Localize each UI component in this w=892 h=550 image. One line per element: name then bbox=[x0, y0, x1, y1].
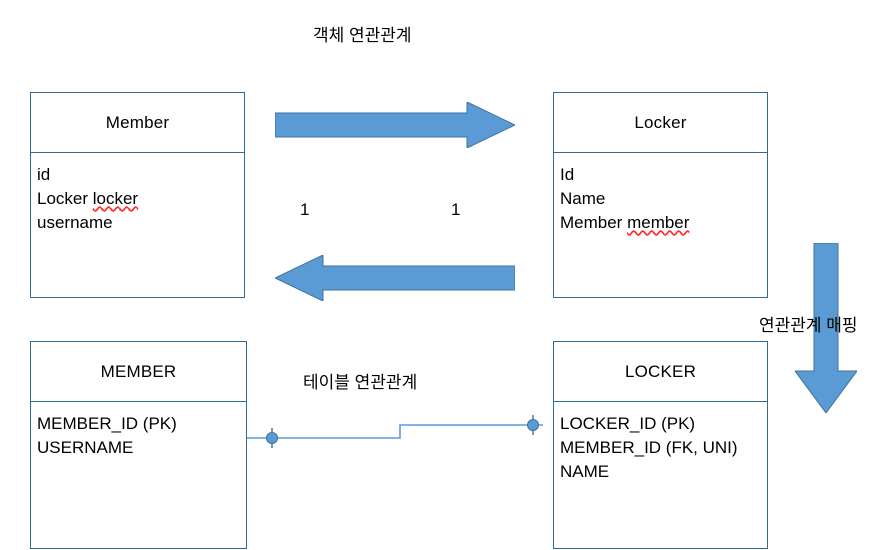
attribute-text: Id bbox=[560, 165, 575, 184]
attribute-text: username bbox=[37, 213, 113, 232]
entity-attribute: Member member bbox=[560, 211, 767, 235]
table-column: LOCKER_ID (PK) bbox=[560, 414, 696, 433]
attribute-misspelled-text: locker bbox=[92, 189, 139, 208]
mapping-label: 연관관계 매핑 bbox=[759, 316, 858, 335]
attribute-misspelled-text: member bbox=[627, 213, 690, 232]
entity-header-member: Member bbox=[31, 93, 244, 153]
table-body-locker: LOCKER_ID (PK) MEMBER_ID (FK, UNI) NAME bbox=[554, 402, 767, 484]
entity-attribute: username bbox=[37, 211, 244, 235]
table-box-member: MEMBER MEMBER_ID (PK) USERNAME bbox=[30, 341, 247, 549]
entity-body-member: id Locker locker username bbox=[31, 153, 244, 235]
entity-body-locker: Id Name Member member bbox=[554, 153, 767, 235]
table-column: USERNAME bbox=[37, 438, 134, 457]
arrow-mapping-down bbox=[795, 243, 857, 413]
table-relationship-connector bbox=[247, 415, 543, 448]
entity-attribute: Id bbox=[560, 163, 767, 187]
table-header-member: MEMBER bbox=[31, 342, 246, 402]
entity-attribute: id bbox=[37, 163, 244, 187]
table-header-locker: LOCKER bbox=[554, 342, 767, 402]
entity-header-locker: Locker bbox=[554, 93, 767, 153]
cardinality-label-right: 1 bbox=[451, 200, 461, 219]
entity-box-locker: Locker Id Name Member member bbox=[553, 92, 768, 298]
entity-box-member: Member id Locker locker username bbox=[30, 92, 245, 298]
cardinality-label-left: 1 bbox=[300, 200, 310, 219]
entity-attribute: Locker locker bbox=[37, 187, 244, 211]
object-relationship-title: 객체 연관관계 bbox=[313, 26, 412, 45]
attribute-text: id bbox=[37, 165, 51, 184]
table-box-locker: LOCKER LOCKER_ID (PK) MEMBER_ID (FK, UNI… bbox=[553, 341, 768, 549]
arrow-locker-to-member bbox=[275, 255, 515, 301]
table-relationship-title: 테이블 연관관계 bbox=[303, 373, 418, 392]
entity-title-member: Member bbox=[105, 112, 170, 132]
attribute-text: Locker bbox=[37, 189, 93, 208]
table-title-member: MEMBER bbox=[100, 361, 177, 381]
attribute-text: Member bbox=[560, 213, 628, 232]
attribute-text: Name bbox=[560, 189, 606, 208]
entity-title-locker: Locker bbox=[634, 112, 687, 132]
table-column: MEMBER_ID (FK, UNI) bbox=[560, 438, 738, 457]
table-column: NAME bbox=[560, 462, 610, 481]
table-body-member: MEMBER_ID (PK) USERNAME bbox=[31, 402, 246, 460]
table-title-locker: LOCKER bbox=[624, 361, 697, 381]
table-column: MEMBER_ID (PK) bbox=[37, 414, 177, 433]
entity-attribute: Name bbox=[560, 187, 767, 211]
arrow-member-to-locker bbox=[275, 102, 515, 148]
